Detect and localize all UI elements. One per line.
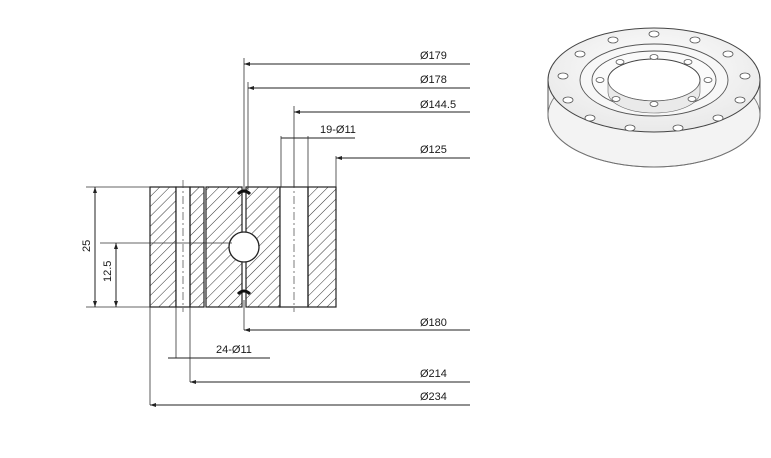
inner-ring-section-b [307,186,337,308]
dim-height-12-5: 12.5 [102,261,114,282]
dimension-lines [93,62,470,407]
outer-ring-section-a [149,186,177,308]
dim-height-25: 25 [81,240,93,252]
dim-holes-19: 19-Ø11 [320,124,356,136]
cross-section [149,180,337,312]
dim-d180: Ø180 [420,317,447,329]
bore-inner-wall [607,79,701,114]
bearing-3d-view [547,27,761,168]
dim-d125: Ø125 [420,144,447,156]
dim-holes-24: 24-Ø11 [216,344,252,356]
outer-bolt-holes [557,30,751,132]
dim-d144-5: Ø144.5 [420,99,456,111]
inner-bolt-holes [595,54,713,107]
seal-top [236,189,252,196]
seal-bottom [236,289,252,296]
outer-ring-section-b [189,186,205,308]
extension-lines [86,58,337,405]
ball [228,231,260,263]
dim-d214: Ø214 [420,368,447,380]
dim-d234: Ø234 [420,391,447,403]
dim-d178: Ø178 [420,74,447,86]
dim-d179: Ø179 [420,50,447,62]
